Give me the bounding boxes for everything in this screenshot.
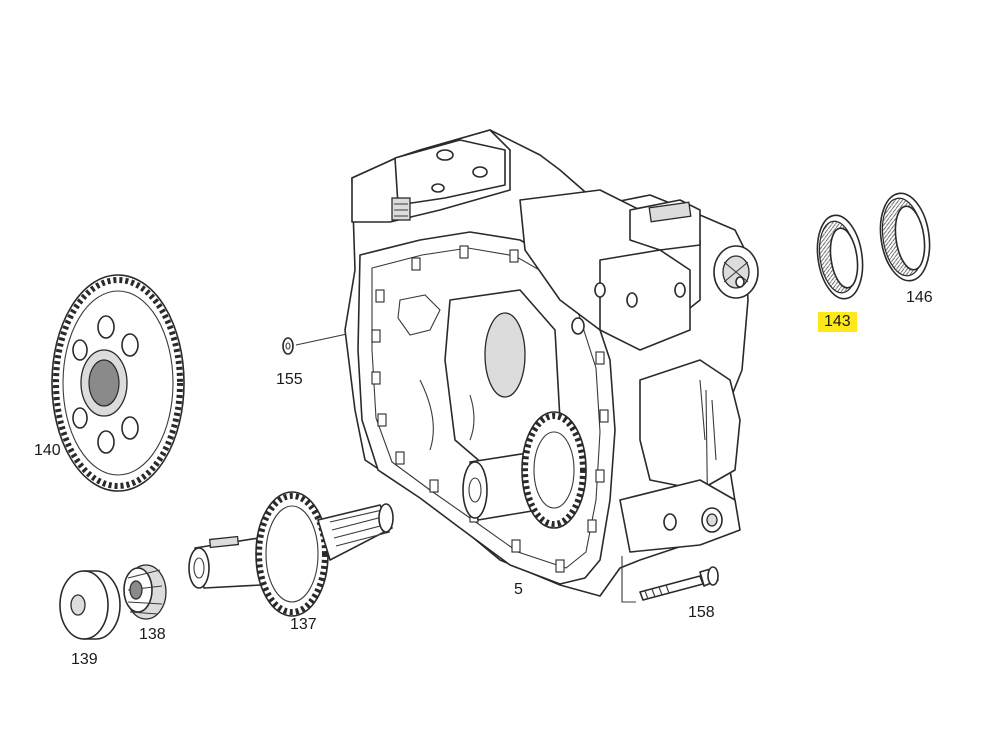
callout-139[interactable]: 139 xyxy=(71,651,98,668)
gear-140[interactable] xyxy=(51,274,185,492)
shaft-137[interactable] xyxy=(188,491,394,617)
callout-155[interactable]: 155 xyxy=(276,371,303,388)
bolt-158[interactable] xyxy=(639,566,719,601)
callout-137[interactable]: 137 xyxy=(290,616,317,633)
internal-gear xyxy=(462,411,587,529)
callout-138[interactable]: 138 xyxy=(139,626,166,643)
seal-ring-143[interactable] xyxy=(812,212,867,301)
callout-158[interactable]: 158 xyxy=(688,604,715,621)
housing-5[interactable] xyxy=(344,129,759,603)
callout-5[interactable]: 5 xyxy=(514,581,523,598)
callout-146[interactable]: 146 xyxy=(906,289,933,306)
sensor xyxy=(713,245,759,299)
callout-143[interactable]: 143 xyxy=(818,312,857,332)
washer-139[interactable] xyxy=(59,570,121,640)
seal-ring-146[interactable] xyxy=(875,190,935,284)
callout-140[interactable]: 140 xyxy=(34,442,61,459)
bearing-138[interactable] xyxy=(123,564,167,620)
